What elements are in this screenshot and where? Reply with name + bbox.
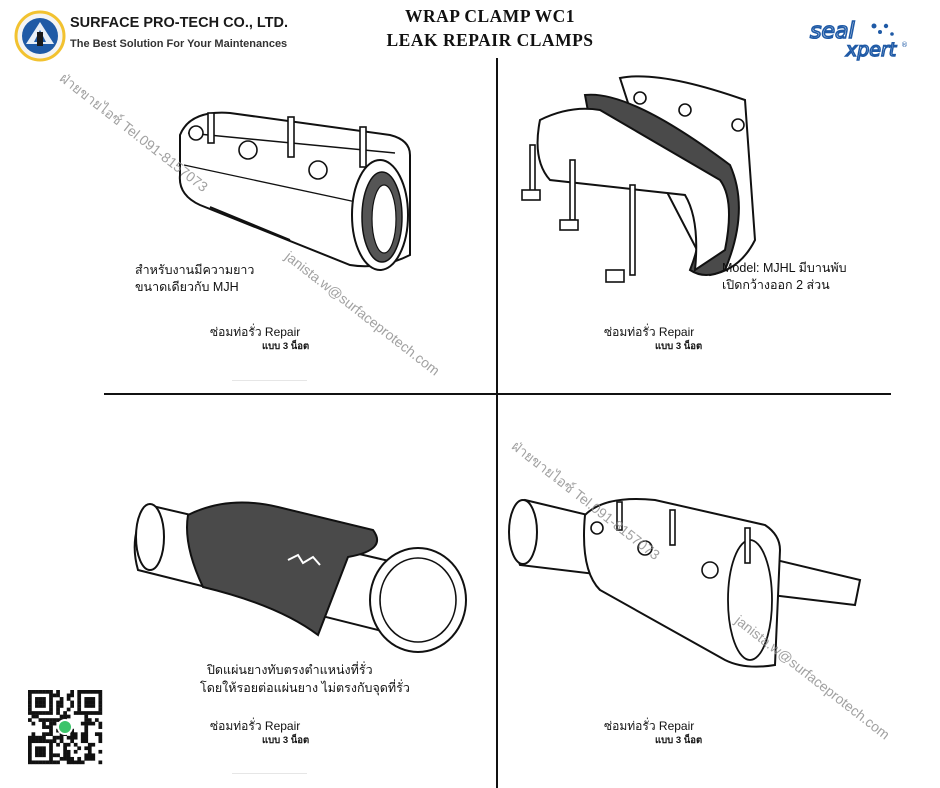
panel2-repair-sub: แบบ 3 น็อต (655, 341, 703, 352)
qr-code[interactable] (28, 690, 103, 765)
panel4-repair-sub: แบบ 3 น็อต (655, 735, 703, 746)
rubber-sheet-illustration (128, 495, 478, 653)
page-subtitle: LEAK REPAIR CLAMPS (386, 30, 594, 50)
panel2-note-line1: Model: MJHL มีบานพับ (722, 261, 847, 275)
panel1-repair-sub: แบบ 3 น็อต (262, 341, 310, 352)
svg-text:®: ® (901, 41, 908, 49)
panel3-faint-line (232, 773, 307, 774)
page-title: WRAP CLAMP WC1 (404, 6, 575, 26)
panel3-note-line2: โดยให้รอยต่อแผ่นยาง ไม่ตรงกับจุดที่รั่ว (200, 681, 410, 695)
clamp-closed-illustration (170, 95, 430, 285)
clamp-hinged-illustration (510, 70, 770, 300)
svg-text:xpert: xpert (845, 39, 898, 61)
company-logo (14, 10, 66, 62)
company-name: SURFACE PRO-TECH CO., LTD. (70, 15, 289, 31)
panel2-repair-label: ซ่อมท่อรั่ว Repair (604, 325, 695, 339)
svg-text:seal: seal (810, 19, 855, 44)
panel1-note-line1: สำหรับงานมีความยาว (135, 263, 255, 277)
panel3-repair-sub: แบบ 3 น็อต (262, 735, 310, 746)
panel1-repair-label: ซ่อมท่อรั่ว Repair (210, 325, 301, 339)
panel1-faint-line (232, 380, 307, 381)
vertical-divider (496, 58, 498, 788)
clamp-installed-illustration (505, 490, 870, 670)
panel2-note-line2: เปิดกว้างออก 2 ส่วน (722, 278, 830, 292)
panel3-repair-label: ซ่อมท่อรั่ว Repair (210, 719, 301, 733)
company-tagline: The Best Solution For Your Maintenances (70, 38, 288, 50)
seal-xpert-logo: seal xpert ® (808, 12, 913, 62)
panel4-repair-label: ซ่อมท่อรั่ว Repair (604, 719, 695, 733)
line-app-icon (57, 719, 73, 735)
panel1-note-line2: ขนาดเดียวกับ MJH (135, 280, 239, 294)
horizontal-divider (104, 393, 891, 395)
panel3-note-line1: ปิดแผ่นยางทับตรงตำแหน่งที่รั่ว (207, 663, 373, 677)
